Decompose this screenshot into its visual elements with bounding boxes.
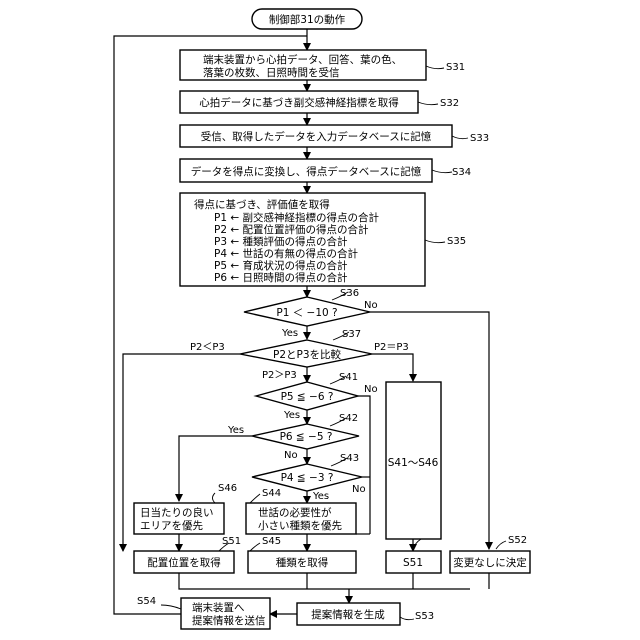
s51a-label: S51 <box>222 536 241 547</box>
s35-line-1: 得点に基づき、評価値を取得 <box>194 198 330 211</box>
s37-label: S37 <box>342 329 361 340</box>
s31-line-1: 端末装置から心拍データ、回答、葉の色、 <box>203 53 402 66</box>
step-s35: 得点に基づき、評価値を取得 P1 ← 副交感神経指標の得点の合計 P2 ← 配置… <box>180 193 466 286</box>
s45-text: 種類を取得 <box>276 556 329 569</box>
s32-label: S32 <box>440 98 459 109</box>
step-s54: 端末装置へ 提案情報を送信 S54 <box>137 596 270 629</box>
step-s31: 端末装置から心拍データ、回答、葉の色、 落葉の枚数、日照時間を受信 S31 <box>180 50 465 80</box>
step-s51-left: 配置位置を取得 S51 <box>134 536 241 573</box>
s35-line-7: P6 ← 日照時間の得点の合計 <box>214 271 348 284</box>
s41-text: P5 ≦ −6 ? <box>281 391 334 403</box>
s43-yes: Yes <box>312 491 329 502</box>
s52-text: 変更なしに決定 <box>453 556 527 569</box>
step-s44: 世話の必要性が 小さい種類を優先 S44 <box>246 488 356 534</box>
s37-text: P2とP3を比較 <box>273 348 342 361</box>
s53-text: 提案情報を生成 <box>311 608 385 621</box>
s33-label: S33 <box>470 133 489 144</box>
s36-text: P1 ＜ −10 ? <box>276 307 337 319</box>
s42-text: P6 ≦ −5 ? <box>280 431 333 443</box>
s35-line-4: P3 ← 種類評価の得点の合計 <box>214 235 348 248</box>
s51a-text: 配置位置を取得 <box>147 556 221 569</box>
s31-line-2: 落葉の枚数、日照時間を受信 <box>203 66 340 79</box>
s35-line-3: P2 ← 配置位置評価の得点の合計 <box>214 223 369 236</box>
s37-right: P2＝P3 <box>374 342 409 353</box>
s54-label: S54 <box>137 596 156 607</box>
s44-line-1: 世話の必要性が <box>258 506 332 519</box>
s36-no: No <box>364 300 378 311</box>
s42-yes: Yes <box>227 425 244 436</box>
decision-s37: P2とP3を比較 S37 P2＜P3 P2＝P3 P2＞P3 <box>190 329 409 381</box>
start-label: 制御部31の動作 <box>269 13 346 26</box>
s41-s46-text: S41〜S46 <box>388 457 439 469</box>
s45-label: S45 <box>262 536 281 547</box>
step-s41-s46: S41〜S46 <box>386 382 441 539</box>
step-s53: 提案情報を生成 S53 <box>297 603 434 625</box>
s42-no: No <box>284 450 298 461</box>
s37-down: P2＞P3 <box>262 370 297 381</box>
s41-yes: Yes <box>283 410 300 421</box>
s43-no: No <box>352 484 366 495</box>
s41-label: S41 <box>339 372 358 383</box>
s51b-text: S51 <box>403 557 423 569</box>
s46-line-2: エリアを優先 <box>140 519 203 532</box>
start-terminal: 制御部31の動作 <box>252 9 362 29</box>
s35-line-2: P1 ← 副交感神経指標の得点の合計 <box>214 211 379 224</box>
s33-text: 受信、取得したデータを入力データベースに記憶 <box>201 130 432 143</box>
step-s51-right: S51 <box>386 551 441 573</box>
s32-text: 心拍データに基づき副交感神経指標を取得 <box>199 96 399 109</box>
s37-left: P2＜P3 <box>190 342 225 353</box>
step-s32: 心拍データに基づき副交感神経指標を取得 S32 <box>180 91 459 113</box>
s43-label: S43 <box>340 453 359 464</box>
s44-line-2: 小さい種類を優先 <box>258 519 342 532</box>
s53-label: S53 <box>415 611 434 622</box>
step-s46: 日当たりの良い エリアを優先 S46 <box>134 483 237 534</box>
s34-label: S34 <box>452 167 471 178</box>
s36-yes: Yes <box>281 328 298 339</box>
s35-line-5: P4 ← 世話の有無の得点の合計 <box>214 247 358 260</box>
s36-label: S36 <box>340 288 359 299</box>
step-s33: 受信、取得したデータを入力データベースに記憶 S33 <box>180 125 489 147</box>
step-s52: 変更なしに決定 S52 <box>450 535 530 573</box>
s44-label: S44 <box>262 488 281 499</box>
s42-label: S42 <box>339 413 358 424</box>
step-s45: 種類を取得 S45 <box>248 536 356 573</box>
s52-label: S52 <box>508 535 527 546</box>
s54-line-1: 端末装置へ <box>192 601 245 614</box>
s41-no: No <box>364 384 378 395</box>
s46-label: S46 <box>218 483 237 494</box>
s46-line-1: 日当たりの良い <box>140 506 214 519</box>
s54-line-2: 提案情報を送信 <box>192 614 266 627</box>
s35-label: S35 <box>447 236 466 247</box>
s35-line-6: P5 ← 育成状況の得点の合計 <box>214 259 348 272</box>
s43-text: P4 ≦ −3 ? <box>281 472 334 484</box>
s34-text: データを得点に変換し、得点データベースに記憶 <box>191 165 422 178</box>
step-s34: データを得点に変換し、得点データベースに記憶 S34 <box>180 159 471 182</box>
s31-label: S31 <box>446 62 465 73</box>
